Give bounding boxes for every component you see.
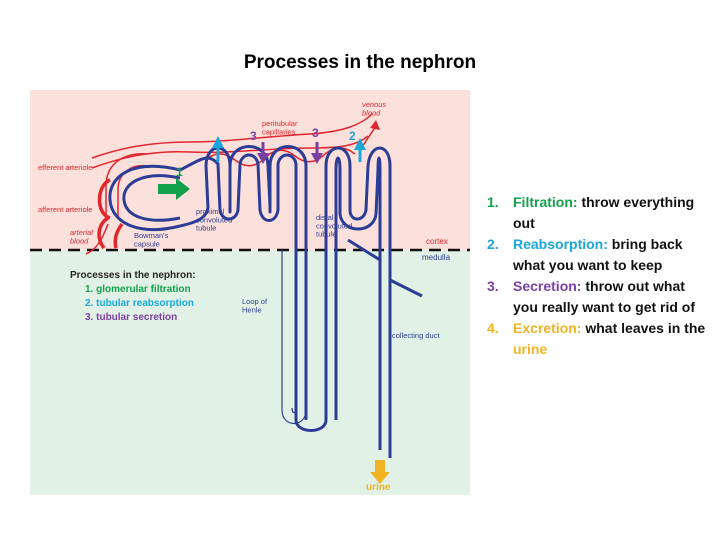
page-title: Processes in the nephron [243,52,477,73]
marker-2: 2 [349,129,356,143]
label-cortex: cortex [426,237,448,246]
label-efferent-arteriole: efferent arteriole [38,163,92,172]
process-term: Excretion: [513,320,582,336]
process-number: 2. [487,236,499,252]
label-collecting-duct: collecting duct [392,331,440,340]
proximal-tubule-shape [179,153,298,420]
process-number: 3. [487,278,499,294]
loop-bottom [281,250,307,425]
process-desc: throw everything out [513,194,695,231]
distal-tubule-shape [324,146,392,450]
marker-1: 1 [176,165,183,179]
process-term: Filtration: [513,194,578,210]
process-desc: bring back what you want to keep [513,236,683,273]
process-desc: what leaves in the [585,320,706,336]
bowmans-capsule-shape [108,164,181,231]
process-item-reabsorption: 2. Reabsorption: bring back what you wan… [484,234,709,276]
filtration-arrow [158,178,190,200]
urine-arrow [370,460,390,484]
legend-item-filtration: 1. glomerular filtration [85,284,191,295]
label-urine: urine [366,482,391,493]
label-afferent-arteriole: afferent arteriole [38,205,92,214]
capillary-upper [91,113,373,159]
process-item-excretion: 4. Excretion: what leaves in the urine [484,318,709,360]
process-term: Reabsorption: [513,236,608,252]
reabsorption-arrow-left [212,136,224,162]
process-term: Secretion: [513,278,582,294]
secretion-arrow-left [257,142,269,164]
label-medulla: medulla [422,253,451,262]
venous-blood-arrowhead [370,120,380,130]
marker-3-left: 3 [250,129,257,143]
process-item-filtration: 1. Filtration: throw everything out [484,192,709,234]
process-number: 4. [487,320,499,336]
process-desc: throw out what you really want to get ri… [513,278,696,315]
efferent-arteriole-upper [105,153,149,216]
process-highlight: urine [513,341,548,357]
process-number: 1. [487,194,499,210]
cortex-region [30,90,470,250]
nephron-tubule [108,145,423,458]
legend-item-secretion: 3. tubular secretion [85,312,177,323]
process-list: 1. Filtration: throw everything out 2. R… [484,192,709,360]
diagram-legend: Processes in the nephron: 1. glomerular … [70,270,196,323]
medulla-region [30,250,470,495]
legend-item-reabsorption: 2. tubular reabsorption [85,298,194,309]
afferent-arteriole-vessel [85,223,109,255]
collecting-duct-shape [347,238,423,458]
secretion-arrow-right [311,142,323,164]
arteriole-red-walls [97,178,124,250]
process-item-secretion: 3. Secretion: throw out what you really … [484,276,709,318]
reabsorption-arrow-right [354,138,366,162]
marker-3-right: 3 [312,126,319,140]
legend-heading: Processes in the nephron: [70,270,196,281]
